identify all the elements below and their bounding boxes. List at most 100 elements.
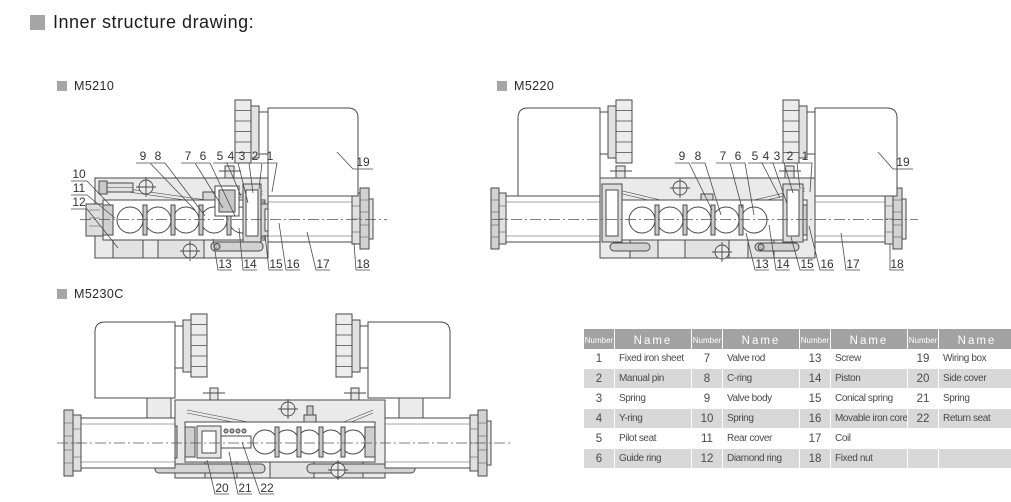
leader-lines	[206, 441, 274, 495]
part-name: Spring	[939, 389, 1011, 408]
part-name: Pilot seat	[615, 429, 691, 448]
callout: 6	[200, 149, 207, 163]
part-number: 20	[908, 369, 938, 388]
m5210-diagram: 9 8 7 6 5 4 3 2 1 10 11 12 13 14 15 16 1…	[71, 99, 387, 271]
table-header-name: Name	[831, 329, 907, 352]
fixed-nut	[351, 187, 374, 250]
callout: 14	[243, 257, 257, 271]
page-title: Inner structure drawing:	[30, 12, 254, 33]
part-number: 19	[908, 349, 938, 368]
m5220-diagram: 9 8 7 6 5 4 3 2 1 13 14 15 16 17 18 19	[490, 99, 918, 271]
part-number: 8	[692, 369, 722, 388]
callout: 2	[787, 149, 794, 163]
leader-lines	[675, 151, 913, 271]
part-number: 22	[908, 409, 938, 428]
part-name: Return seat	[939, 409, 1011, 428]
part-number: 10	[692, 409, 722, 428]
bullet-icon	[497, 81, 507, 91]
callout: 16	[286, 257, 300, 271]
part-name: Fixed nut	[831, 449, 907, 468]
table-header-name: Name	[939, 329, 1011, 352]
part-number: 3	[584, 389, 614, 408]
part-number: 5	[584, 429, 614, 448]
callout: 10	[72, 167, 86, 181]
callout: 4	[763, 149, 770, 163]
part-number: 18	[800, 449, 830, 468]
page-title-text: Inner structure drawing:	[53, 12, 255, 32]
wiring-box	[267, 107, 359, 197]
wiring-box-right	[367, 321, 451, 399]
callout: 9	[679, 149, 686, 163]
section-label-text: M5220	[514, 79, 555, 93]
fixed-nut-right	[884, 187, 907, 250]
callout: 1	[267, 149, 274, 163]
part-name: Valve body	[723, 389, 799, 408]
part-number: 17	[800, 429, 830, 448]
callout: 15	[800, 257, 814, 271]
part-name: Conical spring	[831, 389, 907, 408]
callout: 19	[356, 155, 370, 169]
part-name: Screw	[831, 349, 907, 368]
wiring-box-right	[814, 107, 898, 197]
valve-body	[599, 165, 816, 259]
callout: 8	[695, 149, 702, 163]
callout: 13	[755, 257, 769, 271]
section-label-m5230c: M5230C	[57, 287, 124, 301]
table-header-number: Number	[800, 329, 830, 352]
fixed-nut-left	[490, 187, 507, 250]
table-header-number: Number	[584, 329, 614, 352]
part-number: 4	[584, 409, 614, 428]
callout: 17	[846, 257, 860, 271]
part-name: Wiring box	[939, 349, 1011, 368]
callout: 22	[260, 481, 274, 495]
part-name: Movable iron core	[831, 409, 907, 428]
callout: 3	[239, 149, 246, 163]
part-number: 21	[908, 389, 938, 408]
part-number: 12	[692, 449, 722, 468]
part-name: Guide ring	[615, 449, 691, 468]
table-header-number: Number	[692, 329, 722, 352]
part-name: Manual pin	[615, 369, 691, 388]
part-number: 14	[800, 369, 830, 388]
wiring-box-left	[517, 107, 601, 197]
callout: 1	[802, 149, 809, 163]
table-header-name: Name	[723, 329, 799, 352]
callout: 12	[72, 195, 86, 209]
callout: 14	[776, 257, 790, 271]
callout: 20	[215, 481, 229, 495]
part-number	[908, 449, 938, 468]
part-number: 13	[800, 349, 830, 368]
part-name: C-ring	[723, 369, 799, 388]
part-number: 9	[692, 389, 722, 408]
callout: 13	[218, 257, 232, 271]
callout: 17	[316, 257, 330, 271]
coil-terminal-right	[398, 397, 424, 419]
section-label-m5210: M5210	[57, 79, 114, 93]
callout: 2	[252, 149, 259, 163]
parts-table: Number Name Number Name Number Name Numb…	[584, 329, 1011, 468]
callout: 15	[269, 257, 283, 271]
bullet-icon	[57, 289, 67, 299]
wiring-box-left	[94, 321, 176, 399]
coil-terminal-left	[146, 397, 172, 419]
callout: 7	[720, 149, 727, 163]
part-name: Spring	[615, 389, 691, 408]
part-number: 6	[584, 449, 614, 468]
connector-stack-left	[174, 313, 208, 378]
callout: 7	[185, 149, 192, 163]
part-name: Valve rod	[723, 349, 799, 368]
callout: 5	[217, 149, 224, 163]
part-name: Y-ring	[615, 409, 691, 428]
part-number: 2	[584, 369, 614, 388]
callout-numbers: 9 8 7 6 5 4 3 2 1 13 14 15 16 17 18 19	[679, 149, 910, 271]
callout: 18	[356, 257, 370, 271]
part-name	[939, 429, 1011, 448]
callout: 21	[238, 481, 252, 495]
connector-stack-left	[599, 99, 633, 164]
screw-symbols	[670, 178, 732, 262]
connector-stack-right	[335, 313, 369, 378]
valve-body	[154, 387, 416, 479]
part-name	[939, 449, 1011, 468]
part-number: 15	[800, 389, 830, 408]
